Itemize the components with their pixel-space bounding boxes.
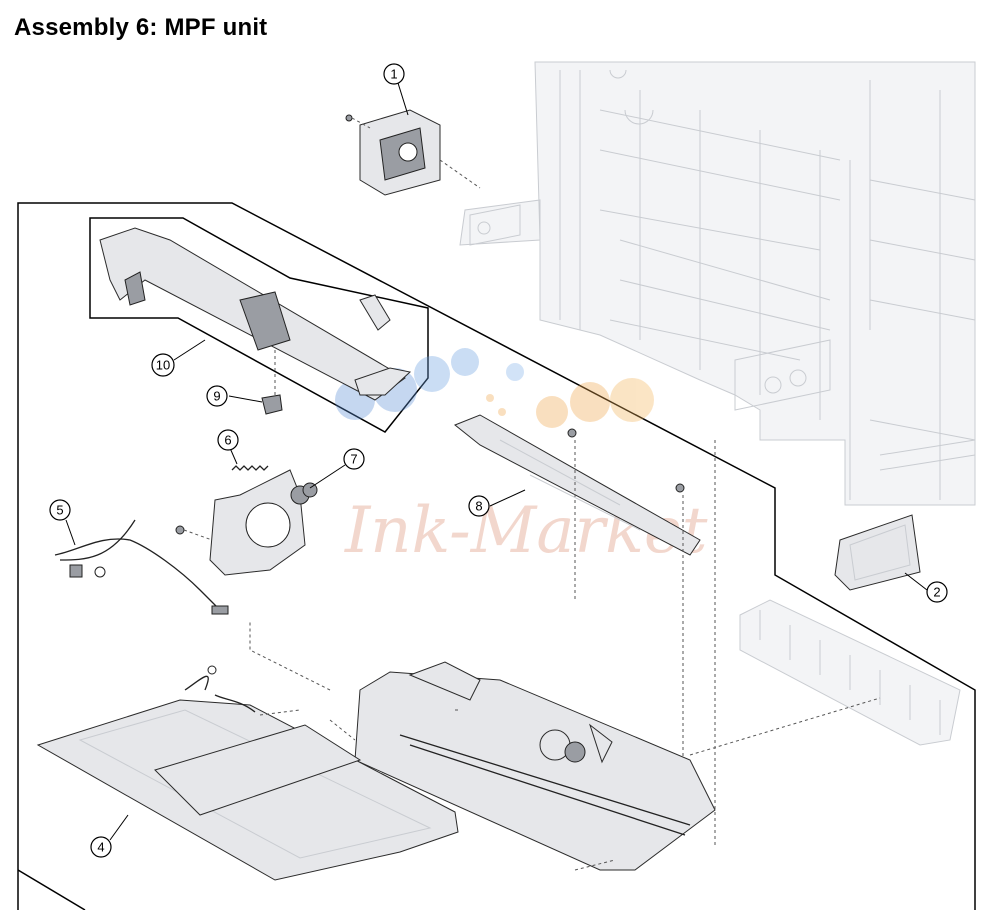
svg-text:8: 8 xyxy=(475,499,482,514)
page-title: Assembly 6: MPF unit xyxy=(14,14,268,41)
assembly-boundary-bottom xyxy=(17,869,86,910)
callout-7: 7 xyxy=(343,448,365,470)
printer-frame-ghost xyxy=(459,61,976,506)
callout-9: 9 xyxy=(206,385,228,407)
rail-ghost xyxy=(739,599,961,746)
svg-text:4: 4 xyxy=(97,840,104,855)
part-5-wire-harness xyxy=(54,519,229,615)
inset-box xyxy=(89,217,429,433)
callout-10: 10 xyxy=(151,353,175,377)
part-1-bracket xyxy=(345,109,481,196)
svg-text:10: 10 xyxy=(156,358,170,373)
callout-2: 2 xyxy=(926,581,948,603)
svg-text:6: 6 xyxy=(224,433,231,448)
svg-text:2: 2 xyxy=(933,585,940,600)
callout-6: 6 xyxy=(217,429,239,451)
mpf-main-unit xyxy=(249,440,881,871)
callout-4: 4 xyxy=(90,836,112,858)
svg-text:5: 5 xyxy=(56,503,63,518)
leader-lines xyxy=(65,82,928,841)
watermark-logo xyxy=(335,348,654,428)
callout-5: 5 xyxy=(49,499,71,521)
callout-8: 8 xyxy=(468,495,490,517)
svg-text:7: 7 xyxy=(350,452,357,467)
svg-text:1: 1 xyxy=(390,67,397,82)
svg-text:9: 9 xyxy=(213,389,220,404)
part-8-plate xyxy=(454,414,701,760)
part-2-bracket xyxy=(834,514,921,591)
part-6-spring xyxy=(231,465,269,471)
assembly-boundary xyxy=(17,202,976,910)
part-7-gear-bracket xyxy=(175,469,318,576)
callout-1: 1 xyxy=(383,63,405,85)
part-10-guide-bar xyxy=(99,227,412,401)
part-9-sensor xyxy=(261,394,283,415)
part-4-tray xyxy=(36,665,459,881)
